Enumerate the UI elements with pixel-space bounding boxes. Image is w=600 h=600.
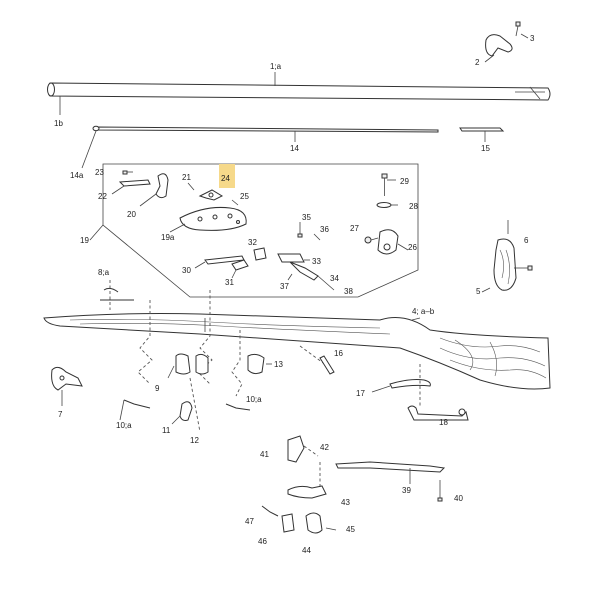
label-47: 47: [245, 517, 254, 526]
label-17: 17: [356, 389, 365, 398]
butt-plate: [481, 238, 517, 293]
label-37: 37: [280, 282, 289, 291]
part-25: [231, 199, 239, 206]
part-42: [303, 445, 321, 488]
bridle: [253, 247, 267, 261]
label-20: 20: [127, 210, 136, 219]
label-19: 19: [80, 236, 89, 245]
barrel-spring: [459, 127, 505, 142]
label-4ab: 4; a–b: [412, 307, 435, 316]
label-28: 28: [409, 202, 418, 211]
label-1b: 1b: [54, 119, 63, 128]
label-33: 33: [312, 257, 321, 266]
trigger-plate: [407, 364, 469, 421]
ramrod-guide: [299, 345, 335, 375]
label-8a: 8;a: [98, 268, 110, 277]
label-3: 3: [530, 34, 535, 43]
label-29: 29: [400, 177, 409, 186]
label-31: 31: [225, 278, 234, 287]
part-38: [317, 275, 335, 291]
label-14: 14: [290, 144, 299, 153]
label-39: 39: [402, 486, 411, 495]
part-37: [287, 273, 293, 281]
label-27: 27: [350, 224, 359, 233]
barrel-bands: [100, 280, 272, 433]
frizzen-spring: [111, 179, 151, 195]
label-26: 26: [408, 243, 417, 252]
label-1a: 1;a: [270, 62, 282, 71]
trigger-guard: [371, 379, 431, 393]
part-40: [437, 480, 443, 502]
part-44: [305, 512, 323, 534]
label-36: 36: [320, 225, 329, 234]
part-21: [187, 182, 195, 191]
barrel: [47, 72, 551, 115]
highlight-box: [219, 164, 235, 188]
part-33: [277, 253, 310, 263]
label-40: 40: [454, 494, 463, 503]
ramrod: [81, 125, 439, 169]
tumbler: [377, 229, 409, 255]
label-23: 23: [95, 168, 104, 177]
label-32: 32: [248, 238, 257, 247]
part-43: [287, 485, 327, 499]
label-14a: 14a: [70, 171, 84, 180]
stock: [43, 313, 551, 390]
label-46: 46: [258, 537, 267, 546]
part-39: [335, 461, 446, 484]
label-44: 44: [302, 546, 311, 555]
label-19a: 19a: [161, 233, 175, 242]
sear-screw: [364, 236, 379, 244]
label-34: 34: [330, 274, 339, 283]
label-22: 22: [98, 192, 107, 201]
part-labels: 1;a 1b 2 3 4; a–b 5 6 7 8;a 9 10;a 10;a …: [54, 34, 535, 555]
label-6: 6: [524, 236, 529, 245]
sling-swivel: [51, 366, 83, 406]
part-36: [313, 233, 321, 241]
label-10a: 10;a: [116, 421, 132, 430]
label-7: 7: [58, 410, 63, 419]
label-41: 41: [260, 450, 269, 459]
label-5: 5: [476, 287, 481, 296]
label-2: 2: [475, 58, 480, 67]
label-16: 16: [334, 349, 343, 358]
label-25: 25: [240, 192, 249, 201]
part-31: [231, 259, 249, 279]
butt-screws: [507, 220, 533, 271]
lock-plate: [169, 207, 247, 233]
main-screw: [381, 173, 396, 196]
part-24: [198, 189, 224, 201]
label-43: 43: [341, 498, 350, 507]
label-38: 38: [344, 287, 353, 296]
part-35: [297, 222, 303, 238]
label-9: 9: [155, 384, 160, 393]
part-34: [289, 261, 319, 281]
label-30: 30: [182, 266, 191, 275]
sight-screw: [515, 21, 529, 39]
label-42: 42: [320, 443, 329, 452]
screw-23: [122, 170, 133, 175]
label-45: 45: [346, 525, 355, 534]
part-45: [325, 527, 337, 531]
part-46: [281, 513, 295, 533]
label-18: 18: [439, 418, 448, 427]
label-15: 15: [481, 144, 490, 153]
label-13: 13: [274, 360, 283, 369]
washer: [376, 202, 398, 208]
label-21: 21: [182, 173, 191, 182]
label-12: 12: [190, 436, 199, 445]
label-10a-2: 10;a: [246, 395, 262, 404]
part-41: [287, 435, 305, 463]
rear-sight: [484, 34, 513, 63]
label-24: 24: [221, 174, 230, 183]
part-47: [261, 505, 279, 517]
label-35: 35: [302, 213, 311, 222]
label-11: 11: [162, 426, 171, 435]
hammer: [139, 173, 169, 207]
